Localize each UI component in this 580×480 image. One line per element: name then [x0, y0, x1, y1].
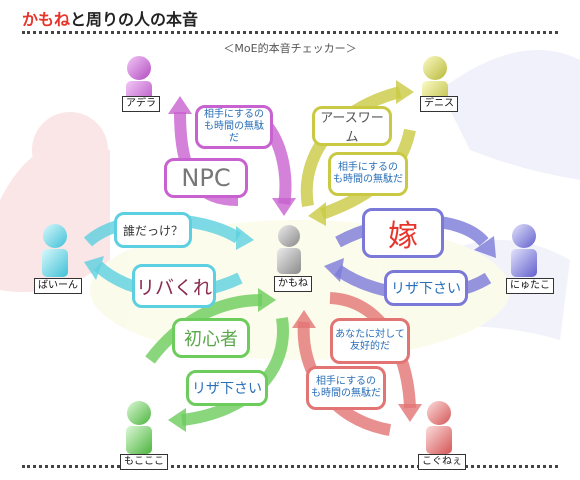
relation-kamone-to-kogunee: 相手にするのも時間の無駄だ [306, 366, 386, 410]
arrowhead [84, 256, 104, 280]
name-label-denisu: デニス [420, 96, 458, 112]
relation-kogunee-to-kamone: あなたに対して友好的だ [330, 318, 410, 364]
relation-kamone-to-denisu: アースワーム [312, 106, 392, 146]
arrow-mokoko-to-kamone [145, 294, 263, 364]
arrowhead [272, 198, 296, 216]
relation-nyutako-to-kamone: リザ下さい [384, 270, 468, 306]
arrowhead [474, 236, 496, 258]
relation-denisu-to-kamone: 相手にするのも時間の無駄だ [328, 152, 408, 196]
person-icon-kogunee [426, 401, 452, 454]
title-highlight: かもね [22, 10, 71, 29]
name-label-kogunee: こぐねぇ [418, 454, 466, 470]
arrowhead [398, 404, 422, 422]
arrowhead [168, 408, 186, 432]
arrowhead [236, 226, 254, 250]
relation-baiin-to-kamone: 誰だっけ？ [114, 212, 192, 248]
person-icon-kamone [277, 225, 301, 274]
name-label-mokoko: もこここ [120, 454, 168, 470]
title-rest: と周りの人の本音 [70, 10, 199, 29]
relation-kamone-to-adera: NPC [164, 158, 248, 198]
name-label-kamone: かもね [274, 276, 312, 292]
person-icon-mokoko [126, 401, 152, 454]
name-label-nyutako: にゅたこ [506, 278, 554, 294]
arrowhead [168, 96, 192, 114]
arrowhead [324, 258, 344, 282]
relation-mokoko-to-kamone: 初心者 [172, 318, 250, 358]
relation-kamone-to-baiin: リバくれ [132, 264, 216, 308]
header-divider [22, 31, 558, 34]
arrowhead [258, 288, 276, 312]
arrowhead [396, 80, 414, 104]
subtitle: ＜MoE的本音チェッカー＞ [223, 42, 357, 55]
arrowhead [292, 310, 316, 328]
arrowhead [308, 202, 326, 226]
name-label-baiin: ばいーん [34, 278, 82, 294]
person-icon-nyutako [511, 224, 537, 277]
person-icon-baiin [42, 224, 68, 277]
footer-divider [22, 465, 558, 468]
page-title: かもねと周りの人の本音 [22, 6, 198, 30]
relation-kamone-to-nyutako: 嫁 [362, 208, 444, 258]
name-label-adera: アデラ [122, 96, 160, 112]
relation-adera-to-kamone: 相手にするのも時間の無駄だ [195, 105, 273, 149]
relation-kamone-to-mokoko: リザ下さい [186, 370, 268, 406]
